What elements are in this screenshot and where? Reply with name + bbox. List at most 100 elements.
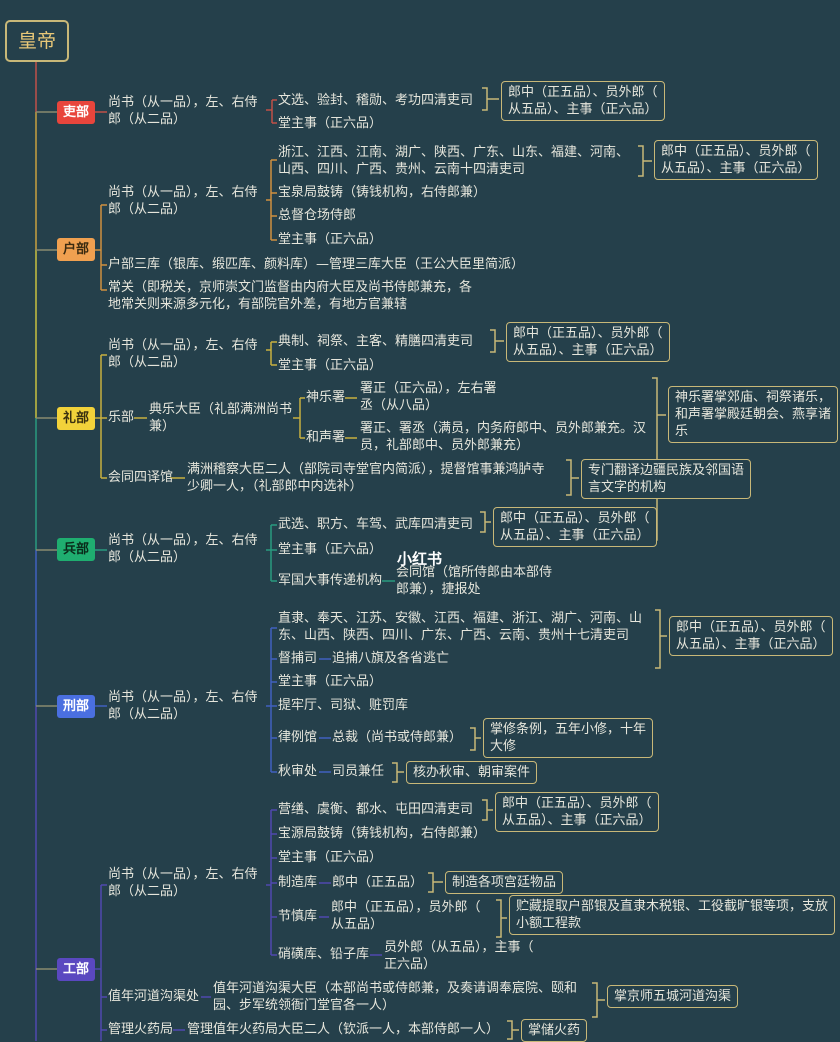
hu-rank-note: 郎中（正五品）、员外郎（ 从五品）、主事（正六品） (654, 140, 818, 180)
line: 地常关则来源多元化，有部院官外差，有地方官兼辖 (108, 297, 408, 312)
lib-shenyue: 神乐署 (306, 390, 346, 405)
line: 郎中（正五品）、员外郎（ (661, 144, 811, 159)
gong-hedao: 值年河道沟渠处 (108, 989, 200, 1004)
line: 郎（从二品） (108, 707, 187, 722)
dept-li-badge: 吏部 (57, 101, 95, 124)
bing-shangshu: 尚书（从一品），左、右侍郎（从二品） (108, 532, 258, 566)
line: 值年河道沟渠大臣（本部尚书或侍郎兼，及奏请调奉宸院、颐和 (213, 981, 578, 996)
hu-cangchang: 总督仓场侍郎 (278, 208, 357, 223)
xing-shangshu: 尚书（从一品），左、右侍郎（从二品） (108, 689, 258, 723)
gong-zhizao-note: 制造各项宫廷物品 (445, 871, 564, 894)
lib-shenyue-detail: 署正（正六品），左右署丞（从八品） (360, 380, 497, 414)
line: 郎（从二品） (108, 112, 187, 127)
lib-shangshu: 尚书（从一品），左、右侍郎（从二品） (108, 337, 258, 371)
line: 小额工程款 (516, 916, 582, 931)
line: 员外郎（从五品），主事（ (384, 940, 534, 955)
lib-siyi: 会同四译馆 (108, 470, 174, 485)
line: 从五品）、主事（正六品） (513, 343, 663, 358)
line: 尚书（从一品），左、右侍 (108, 533, 258, 548)
xing-lvli-note: 掌修条例，五年小修，十年大修 (483, 718, 654, 758)
line: 浙江、江西、江南、湖广、陕西、广东、山东、福建、河南、 (278, 145, 630, 160)
gong-rank-note: 郎中（正五品）、员外郎（ 从五品）、主事（正六品） (495, 792, 659, 832)
bing-si: 武选、职方、车驾、武库四清吏司 (278, 517, 474, 532)
line: 郎中（正五品）、员外郎（ (502, 796, 652, 811)
line: 尚书（从一品），左、右侍 (108, 690, 258, 705)
dept-lib-badge: 礼部 (57, 407, 95, 430)
watermark-logo: 小红书 (397, 550, 443, 568)
line: 从五品）、主事（正六品） (500, 528, 650, 543)
lib-siyi-note: 专门翻译边疆民族及邻国语言文字的机构 (581, 459, 752, 499)
xing-qiushen-note: 核办秋审、朝审案件 (406, 761, 538, 784)
line: 从五品）、主事（正六品） (502, 813, 652, 828)
line: 直隶、奉天、江苏、安徽、江西、福建、浙江、湖广、河南、山 (278, 611, 643, 626)
li-rank-note: 郎中（正五品）、员外郎（从五品）、主事（正六品） (501, 81, 665, 121)
dept-xing-badge: 刑部 (57, 695, 95, 718)
line: 郎（从二品） (108, 202, 187, 217)
line: 大修 (490, 739, 517, 754)
gong-huoyao-detail: 管理值年火药局大臣二人（钦派一人，本部侍郎一人） (187, 1022, 500, 1037)
line: 郎（从二品） (108, 884, 187, 899)
line: 园、步军统领衙门堂官各一人） (213, 998, 396, 1013)
xing-si: 直隶、奉天、江苏、安徽、江西、福建、浙江、湖广、河南、山东、山西、陕西、四川、广… (278, 610, 642, 644)
hu-si: 浙江、江西、江南、湖广、陕西、广东、山东、福建、河南、山西、四川、广西、贵州、云… (278, 144, 629, 178)
line: 满洲稽察大臣二人（部院司寺堂官内简派），提督馆事兼鸿胪寺 (187, 462, 545, 477)
line: 署正、署丞（满员，内务府郎中、员外郎兼充。汉 (360, 421, 647, 436)
lib-rank-note: 郎中（正五品）、员外郎（从五品）、主事（正六品） (506, 322, 670, 362)
gong-jieshen-note: 贮藏提取户部银及直隶木税银、工役截旷银等项，支放小额工程款 (509, 895, 836, 935)
line: 兼） (149, 419, 176, 434)
line: 掌修条例，五年小修，十年 (490, 722, 647, 737)
line: 少卿一人，（礼部郎中内选补） (187, 479, 363, 494)
xing-tangzhushi: 堂主事（正六品） (278, 674, 383, 689)
gong-xiaohuang: 硝磺库、铅子库 (278, 947, 370, 962)
xing-dubu-detail: 追捕八旗及各省逃亡 (332, 651, 450, 666)
line: 郎中（正五品）、员外郎（ (676, 620, 826, 635)
line: 尚书（从一品），左、右侍 (108, 95, 258, 110)
gong-jieshen: 节慎库 (278, 909, 318, 924)
line: 郎（从二品） (108, 355, 187, 370)
dept-gong-badge: 工部 (57, 958, 95, 981)
line: 从五品）、主事（正六品） (661, 161, 811, 176)
line: 郎中（正五品），员外郎（ (331, 900, 481, 915)
bing-tangzhushi: 堂主事（正六品） (278, 542, 383, 557)
line: 常关（即税关，京师崇文门监督由内府大臣及尚书侍郎兼充，各 (108, 280, 473, 295)
xing-lvli-detail: 总裁（尚书或侍郎兼） (332, 730, 463, 745)
lib-dianyue: 典乐大臣（礼部满洲尚书兼） (149, 401, 292, 435)
li-shangshu: 尚书（从一品），左、右侍郎（从二品） (108, 94, 258, 128)
line: 会同馆（馆所侍郎由本部侍 (396, 565, 553, 580)
line: 丞（从八品） (360, 398, 439, 413)
xing-dubu: 督捕司 (278, 651, 318, 666)
lib-yuebu: 乐部 (108, 410, 135, 425)
line: 郎（从二品） (108, 550, 187, 565)
line: 郎兼），捷报处 (396, 582, 481, 597)
lib-hesheng-detail: 署正、署丞（满员，内务府郎中、员外郎兼充。汉员，礼部郎中、员外郎兼充） (360, 420, 646, 454)
hu-shangshu: 尚书（从一品），左、右侍郎（从二品） (108, 184, 258, 218)
line: 员，礼部郎中、员外郎兼充） (360, 438, 530, 453)
hu-changguan: 常关（即税关，京师崇文门监督由内府大臣及尚书侍郎兼充，各地常关则来源多元化，有部… (108, 279, 472, 313)
gong-xiaohuang-detail: 员外郎（从五品），主事（ 正六品） (384, 939, 534, 973)
hu-baoquan: 宝泉局鼓铸（铸钱机构，右侍郎兼） (278, 185, 487, 200)
line: 署正（正六品），左右署 (360, 381, 497, 396)
line: 尚书（从一品），左、右侍 (108, 185, 258, 200)
lib-hesheng: 和声署 (306, 430, 346, 445)
bing-rank-note: 郎中（正五品）、员外郎（从五品）、主事（正六品） (493, 507, 657, 547)
xing-qiushen-detail: 司员兼任 (332, 764, 385, 779)
gong-zhizao: 制造库 (278, 875, 318, 890)
hu-sanku: 户部三库（银库、缎匹库、颜料库）—管理三库大臣（王公大臣里简派） (108, 257, 525, 272)
line: 从五品） (331, 917, 384, 932)
gong-si: 营缮、虞衡、都水、屯田四清吏司 (278, 802, 474, 817)
xing-tilao: 提牢厅、司狱、赃罚库 (278, 698, 409, 713)
line: 尚书（从一品），左、右侍 (108, 867, 258, 882)
gong-tangzhushi: 堂主事（正六品） (278, 850, 383, 865)
dept-hu-badge: 户部 (57, 238, 95, 261)
xing-qiushen: 秋审处 (278, 764, 318, 779)
xing-lvli: 律例馆 (278, 730, 318, 745)
bing-junguo-detail: 会同馆（馆所侍郎由本部侍郎兼），捷报处 (396, 564, 552, 598)
line: 典乐大臣（礼部满洲尚书 (149, 402, 293, 417)
lib-siyi-detail: 满洲稽察大臣二人（部院司寺堂官内简派），提督馆事兼鸿胪寺少卿一人，（礼部郎中内选… (187, 461, 545, 495)
lib-tangzhushi: 堂主事（正六品） (278, 358, 383, 373)
line: 尚书（从一品），左、右侍 (108, 338, 258, 353)
line: 山西、四川、广西、贵州、云南十四清吏司 (278, 162, 526, 177)
line: 正六品） (384, 957, 437, 972)
lib-si: 典制、祠祭、主客、精膳四清吏司 (278, 334, 474, 349)
line: 言文字的机构 (588, 480, 667, 495)
